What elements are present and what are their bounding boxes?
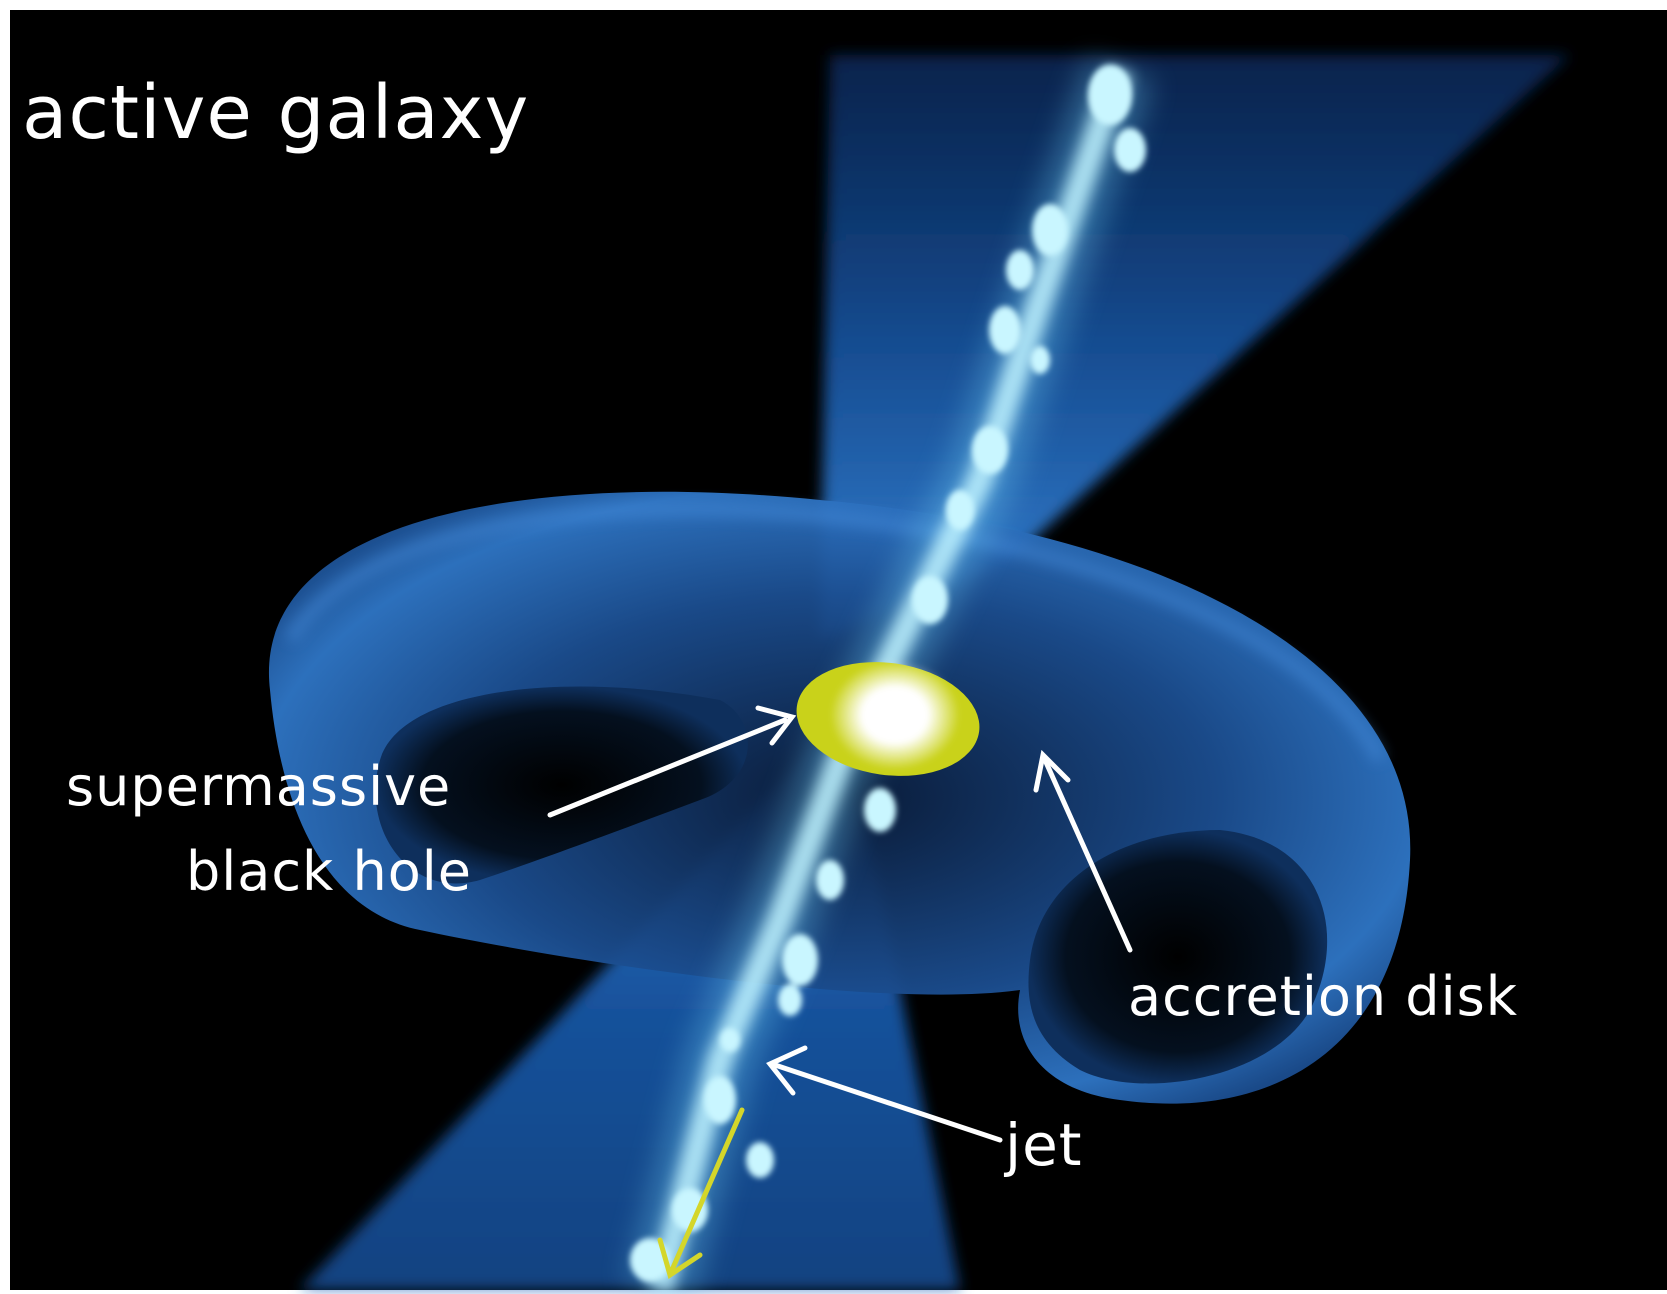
jet-direction-shaft — [669, 1107, 745, 1273]
top-band — [10, 10, 1667, 54]
black-hole-label-line1: supermassive — [66, 755, 451, 818]
arrowhead-jet — [766, 1045, 808, 1096]
arrowhead-black-hole — [755, 705, 797, 746]
black-hole — [796, 660, 980, 776]
jet-label: jet — [1003, 1111, 1083, 1179]
black-hole-core-glow — [830, 660, 960, 770]
jet-knots — [630, 65, 1146, 1282]
arrow-to-accretion-disk — [1042, 757, 1133, 953]
accretion-disk-label: accretion disk — [1128, 965, 1518, 1028]
jet-direction-arrow — [657, 1107, 745, 1279]
torus-rim-highlight — [283, 502, 1387, 764]
torus-inner-left-shadow — [375, 686, 748, 884]
arrowhead-accretion-disk — [1033, 749, 1071, 793]
black-hole-label-line2: black hole — [186, 840, 472, 903]
diagram-title: active galaxy — [22, 70, 529, 156]
label-arrows — [547, 705, 1133, 1143]
arrow-to-black-hole — [547, 717, 788, 818]
jet-direction-arrowhead — [657, 1237, 703, 1279]
arrow-to-jet — [772, 1062, 1003, 1143]
